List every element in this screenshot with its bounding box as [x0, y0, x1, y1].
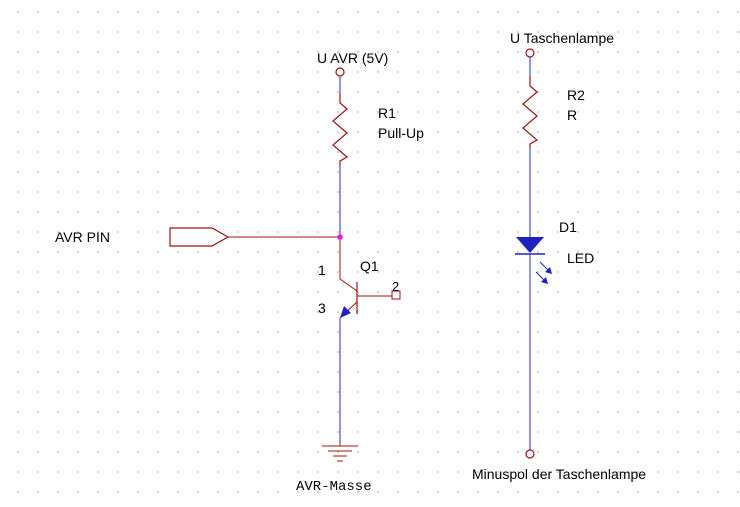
- label-flashlight-negative: Minuspol der Taschenlampe: [472, 466, 647, 482]
- transistor-q1[interactable]: [339, 278, 401, 319]
- resistor-r2[interactable]: [522, 76, 539, 148]
- label-avr-pin: AVR PIN: [55, 229, 110, 245]
- ground-symbol: [322, 442, 358, 462]
- resistor-r1[interactable]: [332, 93, 349, 165]
- negative-terminal-flashlight[interactable]: [525, 449, 535, 459]
- label-q1-pin3: 3: [318, 300, 326, 316]
- label-avr-ground: AVR-Masse: [296, 479, 372, 495]
- label-d1-ref: D1: [559, 219, 577, 235]
- label-q1-ref: Q1: [360, 258, 379, 274]
- avr-pin-port[interactable]: [169, 227, 230, 247]
- label-r2-ref: R2: [567, 87, 585, 103]
- led-d1[interactable]: [515, 237, 552, 284]
- label-u-flashlight: U Taschenlampe: [510, 30, 615, 46]
- label-q1-pin2: 2: [392, 279, 400, 294]
- label-r1-ref: R1: [378, 105, 396, 121]
- label-r1-value: Pull-Up: [378, 125, 424, 141]
- label-d1-value: LED: [567, 250, 595, 266]
- label-u-avr: U AVR (5V): [317, 50, 389, 66]
- supply-terminal-avr[interactable]: [335, 67, 345, 77]
- junction-dot: [337, 234, 343, 240]
- label-q1-pin1: 1: [318, 262, 326, 278]
- supply-terminal-flashlight[interactable]: [525, 48, 535, 58]
- label-r2-value: R: [567, 107, 578, 123]
